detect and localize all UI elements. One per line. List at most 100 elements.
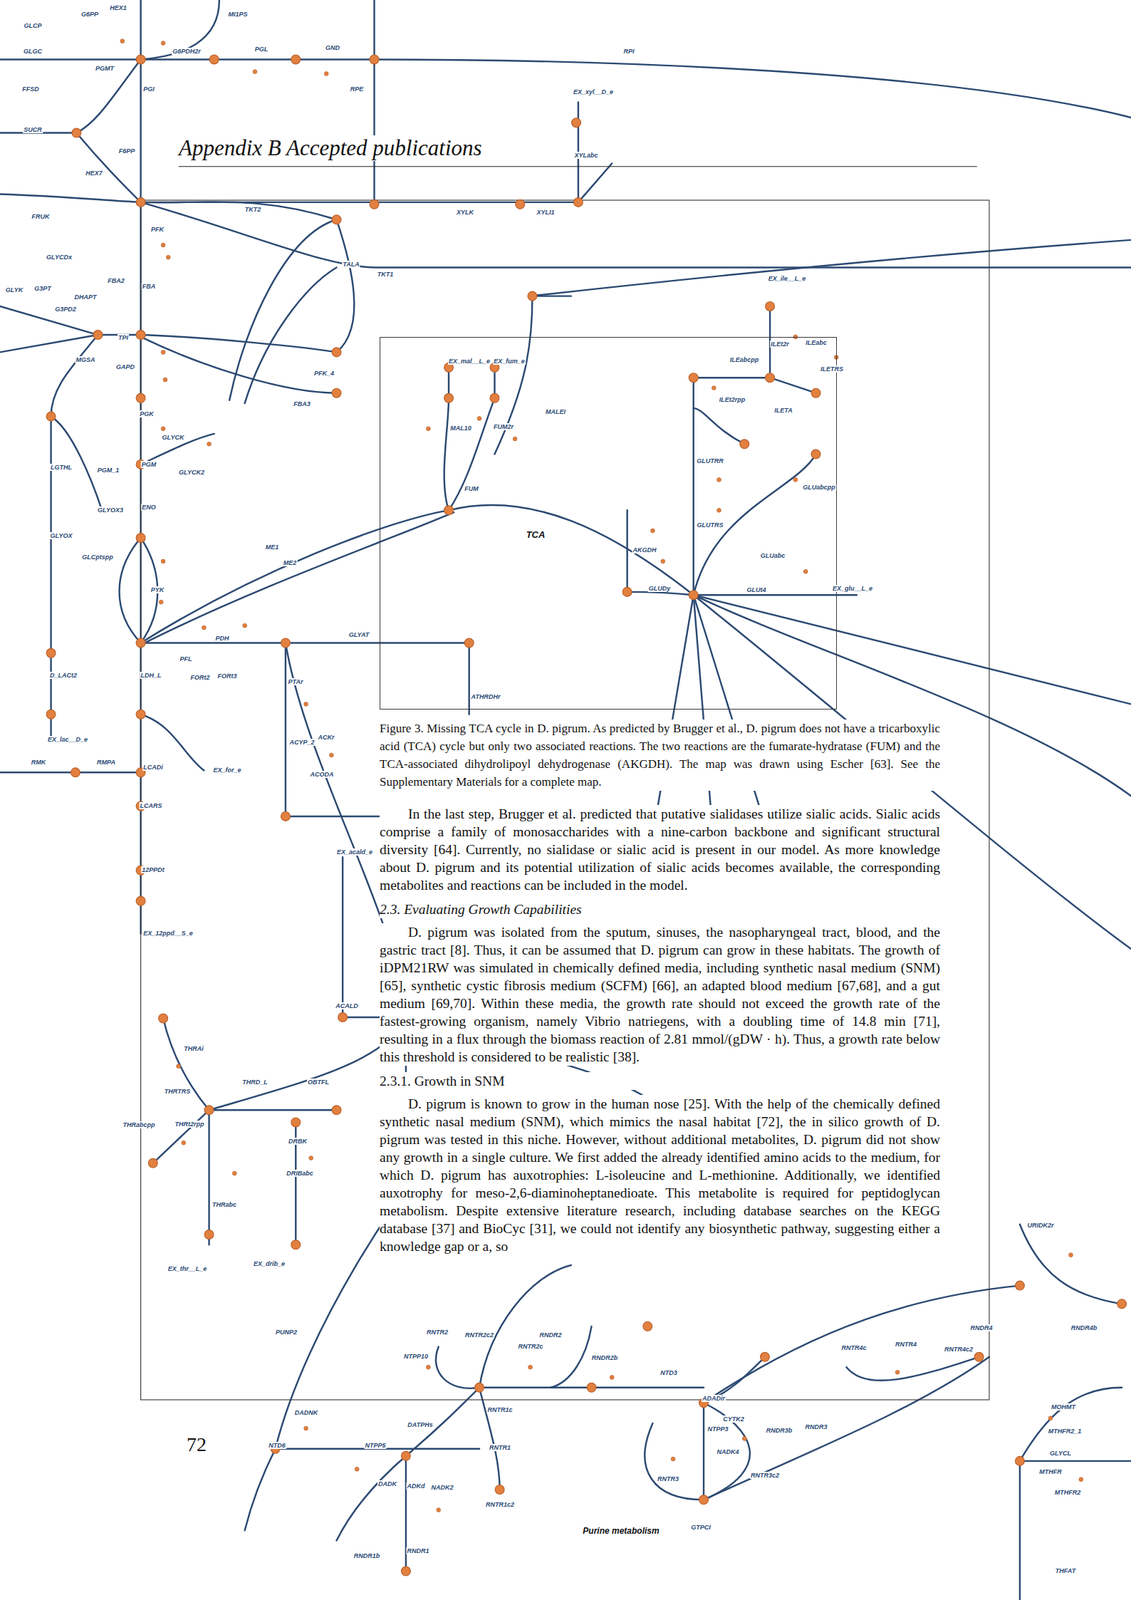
reaction-label: DHAPT — [74, 293, 98, 301]
reaction-label: FFSD — [21, 85, 40, 93]
reaction-label: FBA — [141, 282, 157, 290]
reaction-label: GAPD — [115, 363, 136, 371]
reaction-label: SUCR — [22, 126, 43, 134]
reaction-label: ACKr — [316, 733, 335, 741]
reaction-label: OBTFL — [306, 1078, 330, 1086]
reaction-label: FUM — [463, 485, 480, 493]
reaction-label: MTHFR2_1 — [1047, 1427, 1083, 1435]
reaction-label: LCARS — [139, 801, 164, 810]
header-rule — [178, 165, 978, 167]
reaction-label: MTHFR2 — [1054, 1488, 1082, 1496]
reaction-label: PGM — [141, 460, 158, 468]
reaction-label: THFAT — [1054, 1566, 1077, 1574]
reaction-label: GLUt4 — [746, 586, 768, 594]
reaction-label: PFK — [150, 225, 165, 233]
reaction-label: XYLI1 — [535, 208, 555, 216]
reaction-label: DRBK — [287, 1137, 308, 1145]
reaction-label: RNDR1 — [405, 1546, 430, 1555]
reaction-label: NTPP5 — [363, 1441, 387, 1449]
reaction-label: THRabcpp — [122, 1121, 156, 1129]
body-paragraph: In the last step, Brugger et al. predict… — [379, 804, 941, 894]
reaction-label: DATPHs — [406, 1420, 434, 1428]
reaction-label: PGL — [254, 45, 270, 53]
reaction-label: GLYCDx — [45, 253, 73, 261]
reaction-label: GLYOX3 — [96, 506, 124, 514]
reaction-label: RNTR2 — [425, 1328, 449, 1336]
reaction-label: THRabc — [211, 1200, 238, 1208]
reaction-label: EX_drib_e — [252, 1259, 286, 1268]
reaction-label: NADK2 — [430, 1483, 454, 1491]
reaction-label: PTAr — [287, 678, 305, 686]
reaction-label: FORt3 — [217, 672, 238, 680]
reaction-label: EX_for_e — [212, 766, 242, 774]
reaction-label: GLYCK2 — [178, 468, 206, 476]
reaction-label: CYTK2 — [722, 1415, 745, 1423]
reaction-label: RNTR4c2 — [943, 1345, 974, 1353]
reaction-label: EX_xyl__D_e — [572, 88, 614, 96]
section-heading: 2.3. Evaluating Growth Capabilities — [379, 900, 941, 919]
reaction-label: PFL — [179, 655, 194, 663]
reaction-label: EX_ile__L_e — [767, 274, 807, 283]
reaction-label: GLCptspp — [81, 553, 114, 561]
reaction-label: ILEt2r — [769, 340, 790, 348]
page-number: 72 — [186, 1432, 207, 1456]
reaction-label: DADK — [377, 1479, 398, 1488]
reaction-label: NTD3 — [659, 1368, 679, 1377]
reaction-label: DADNK — [294, 1408, 320, 1416]
reaction-label: RNDR3b — [765, 1426, 794, 1434]
body-paragraph: D. pigrum is known to grow in the human … — [379, 1094, 941, 1255]
reaction-label: PGK — [138, 410, 155, 418]
reaction-label: MAL10 — [449, 424, 473, 432]
reaction-label: GLYK — [4, 286, 24, 294]
reaction-label: THRTRS — [163, 1087, 191, 1095]
reaction-label: HEX1 — [108, 4, 128, 12]
reaction-label: PGMT — [94, 64, 115, 72]
reaction-label: GLCP — [22, 22, 43, 30]
reaction-label: PGM_1 — [96, 466, 121, 474]
reaction-label: GLYOX — [49, 532, 74, 540]
reaction-label: RNDR4 — [969, 1324, 993, 1332]
reaction-label: THRAi — [183, 1044, 205, 1052]
reaction-label: RNTR1c2 — [485, 1500, 515, 1508]
reaction-label: F6PP — [118, 147, 137, 155]
reaction-label: FBA2 — [106, 277, 126, 285]
reaction-label: PGI — [142, 85, 156, 93]
reaction-label: RNDR2 — [538, 1331, 562, 1339]
reaction-label: ILEabc — [804, 339, 828, 347]
reaction-label: MGSA — [75, 356, 97, 364]
reaction-label: LCADi — [142, 763, 164, 771]
reaction-label: ACODA — [309, 770, 335, 778]
reaction-label: RNTR1c — [486, 1405, 513, 1414]
reaction-label: GLUDy — [648, 584, 672, 592]
reaction-label: URIDK2r — [1026, 1221, 1055, 1229]
reaction-label: G3PD2 — [54, 305, 77, 313]
reaction-label: ME2 — [282, 559, 298, 567]
metabolite-nodes — [46, 54, 1127, 1576]
reaction-label: RNDR4b — [1070, 1324, 1099, 1332]
reaction-label: ILEabcpp — [729, 356, 760, 364]
reaction-label: ENO — [141, 503, 157, 511]
reaction-label: GLUTRR — [695, 457, 725, 465]
reaction-label: RMPA — [96, 758, 117, 766]
reaction-label: EX_fum_e — [492, 357, 526, 365]
reaction-label: EX_glu__L_e — [831, 584, 874, 592]
reaction-label: RMK — [30, 758, 48, 766]
reaction-label: ACALD — [334, 1002, 359, 1010]
reaction-label: RNTR2c — [517, 1342, 544, 1350]
reaction-label: ILEt2rpp — [718, 395, 747, 404]
reaction-label: PDH — [214, 634, 230, 642]
reaction-label: ILETRS — [819, 365, 844, 373]
figure-caption: Figure 3. Missing TCA cycle in D. pigrum… — [379, 719, 941, 791]
reaction-label: ILETA — [773, 406, 793, 414]
reaction-label: NTPP10 — [403, 1352, 429, 1360]
reaction-label: RNTR2c2 — [464, 1331, 495, 1339]
reaction-label: GLUTRS — [696, 521, 725, 529]
reaction-label: MTHFR — [1038, 1467, 1063, 1476]
cofactor-dots — [120, 39, 1084, 1513]
reaction-label: HEX7 — [84, 169, 104, 177]
reaction-label: MALEI — [544, 408, 567, 416]
reaction-label: FBA3 — [292, 400, 312, 408]
reaction-label: GLGC — [22, 47, 43, 55]
